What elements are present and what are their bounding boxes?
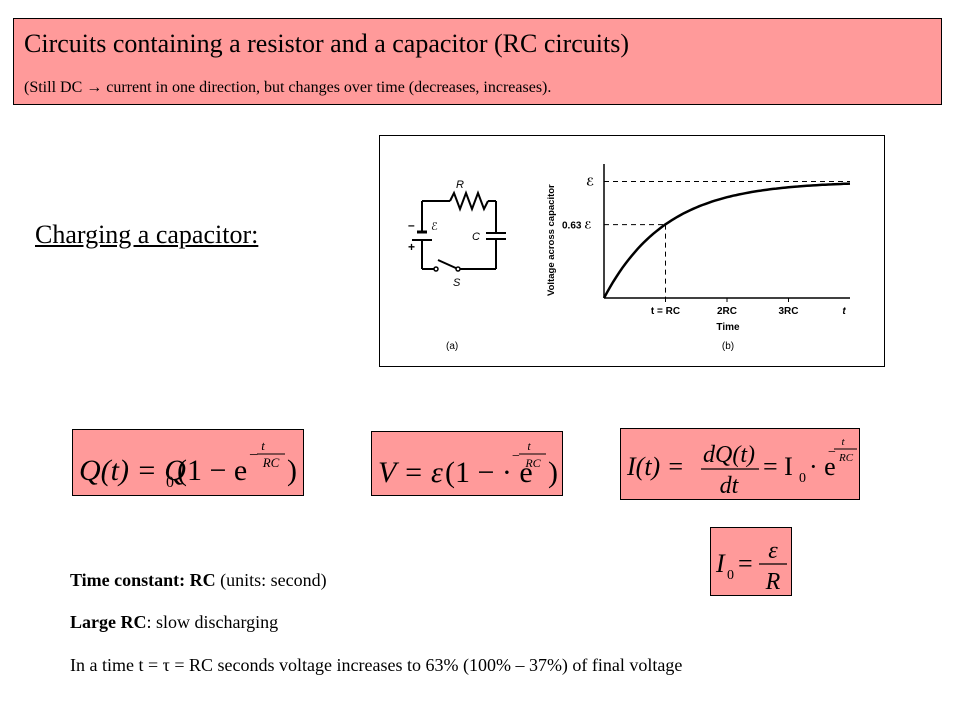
eq-current-dot: · e <box>809 452 836 481</box>
x-axis-label: Time <box>716 322 740 333</box>
note-time-constant: Time constant: RC (units: second) <box>70 570 327 591</box>
eq-charge-sub: 0 <box>166 474 174 491</box>
slide-title: Circuits containing a resistor and a cap… <box>24 29 630 58</box>
note-63-percent: In a time t = τ = RC seconds voltage inc… <box>70 655 683 675</box>
eq-current-lhs: I(t) = <box>626 452 684 481</box>
eq-voltage-close: ) <box>548 456 558 489</box>
equation-i0: I 0 = ε R <box>710 527 792 596</box>
resistor-symbol <box>449 190 489 212</box>
rc-figure: R C ℰ – + S (a) Voltage across capacitor… <box>379 135 885 367</box>
note-large-rc-bold: Large RC <box>70 612 147 632</box>
panel-label-a: (a) <box>446 341 458 352</box>
equation-charge: Q(t) = Q 0 (1 − e − t RC ) <box>72 429 304 496</box>
xtick-t: t <box>842 306 846 317</box>
note-large-rc-rest: : slow discharging <box>146 612 279 632</box>
section-heading: Charging a capacitor: <box>35 220 259 249</box>
eq-i0-lhs: I <box>715 549 726 578</box>
equation-voltage: V = ε (1 − · e − t RC ) <box>371 431 563 496</box>
resistor-label: R <box>456 179 464 191</box>
eq-current-frac-den: dt <box>720 473 740 499</box>
note-large-rc: Large RC: slow discharging <box>70 612 278 633</box>
note-time-constant-rest: (units: second) <box>215 570 327 590</box>
eq-current-eqsign: = I <box>763 452 793 481</box>
eq-current-exp-num: t <box>841 436 845 448</box>
eq-current-frac-num: dQ(t) <box>703 442 755 468</box>
circuit-diagram <box>412 190 506 270</box>
xtick-2rc: 2RC <box>717 306 737 317</box>
eq-charge-mid: (1 − e <box>177 454 247 487</box>
eq-charge-exp-sign: − <box>249 447 258 464</box>
title-banner: Circuits containing a resistor and a cap… <box>13 18 942 105</box>
eq-charge-exp-den: RC <box>262 455 280 470</box>
eq-current-exp-den: RC <box>838 452 854 464</box>
y-axis-label: Voltage across capacitor <box>546 184 557 296</box>
eq-charge-close: ) <box>287 454 297 487</box>
eq-i0-eqsign: = <box>738 549 753 578</box>
eq-current-exp-sign: − <box>828 445 836 460</box>
xtick-3rc: 3RC <box>778 306 798 317</box>
charging-curve <box>602 182 851 299</box>
switch-label: S <box>453 277 461 289</box>
rc-figure-svg: R C ℰ – + S (a) Voltage across capacitor… <box>408 164 851 352</box>
eq-i0-sub: 0 <box>727 568 734 583</box>
emf-label: ℰ <box>431 221 438 233</box>
equation-current: I(t) = dQ(t) dt = I 0 · e − t RC <box>620 428 860 500</box>
eq-current-sub: 0 <box>799 471 806 486</box>
ytick-full: ℰ <box>586 176 594 188</box>
eq-i0-den: R <box>765 569 781 595</box>
switch-symbol <box>437 259 459 270</box>
slide-subtitle: (Still DC → current in one direction, bu… <box>24 79 552 96</box>
eq-voltage-exp-num: t <box>527 439 531 453</box>
eq-voltage-exp-den: RC <box>524 456 541 470</box>
xtick-rc: t = RC <box>651 306 680 317</box>
battery-minus: – <box>408 218 415 232</box>
eq-voltage-mid: (1 − · e <box>445 456 533 489</box>
eq-voltage-exp-sign: − <box>512 449 520 464</box>
eq-charge-lhs: Q(t) = Q <box>79 454 186 487</box>
panel-label-b: (b) <box>722 341 734 352</box>
battery-plus: + <box>408 240 415 254</box>
note-time-constant-bold: Time constant: RC <box>70 570 216 590</box>
voltage-graph: Voltage across capacitor ℰ 0.63 ℰ t = RC… <box>546 164 851 352</box>
eq-i0-num: ε <box>768 538 778 564</box>
eq-charge-exp-num: t <box>261 438 265 453</box>
eq-voltage-lhs: V = ε <box>378 456 443 489</box>
ytick-063: 0.63 ℰ <box>562 221 592 232</box>
capacitor-label: C <box>472 231 480 243</box>
